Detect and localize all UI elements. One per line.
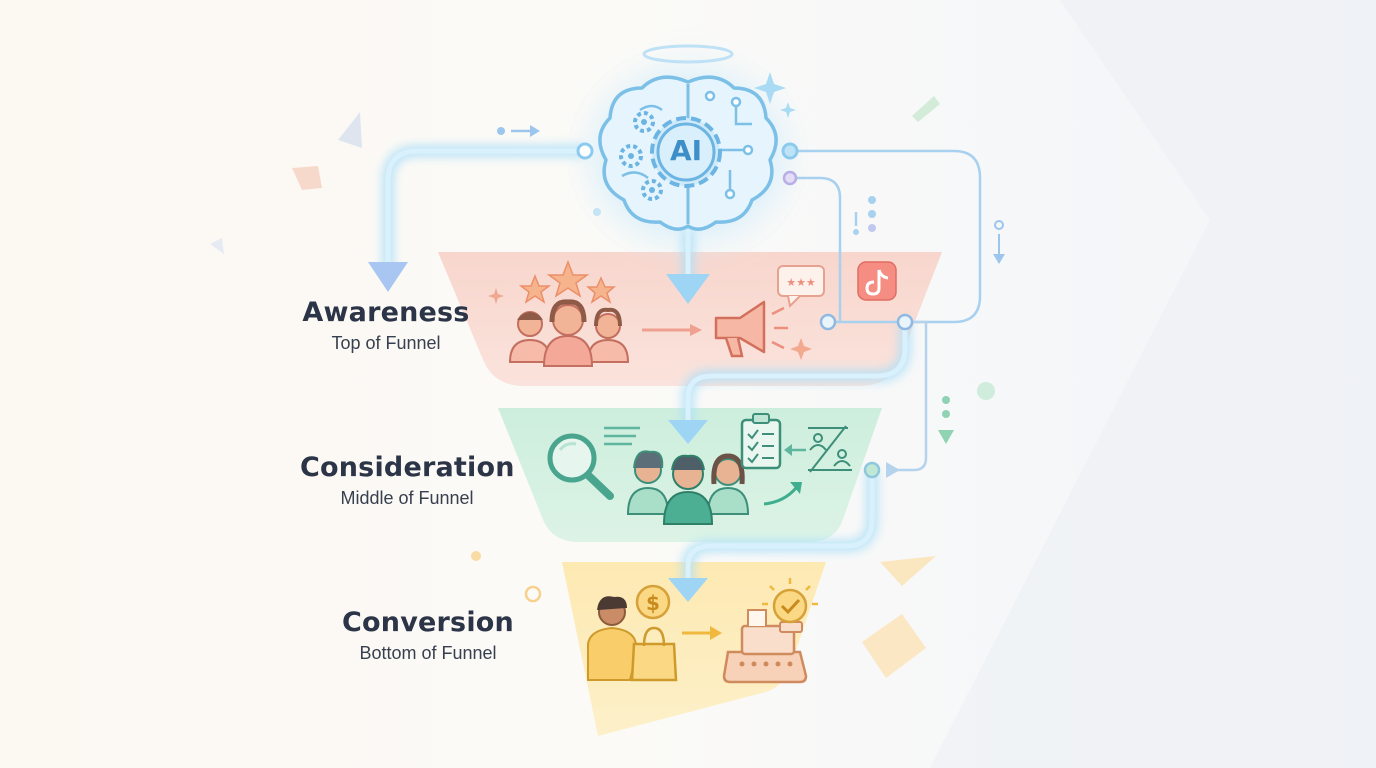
funnel-band-conversion <box>562 562 826 736</box>
background-decor <box>210 0 1376 768</box>
gear-icon <box>641 179 663 201</box>
dotted-arrow-icon <box>497 125 540 137</box>
gear-icon <box>619 144 643 168</box>
stage-subtitle: Middle of Funnel <box>340 488 474 508</box>
gear-icon <box>650 116 722 188</box>
dotted-arrow-icon <box>938 396 954 444</box>
people-group-icon <box>626 450 750 525</box>
sparkle-icon <box>754 72 786 104</box>
ai-brain-icon <box>598 44 778 231</box>
check-badge-icon <box>762 578 818 624</box>
conversion-illustration: $ <box>587 578 818 684</box>
dotted-arrow-icon <box>993 220 1005 264</box>
review-bubble-icon: ★★★ <box>777 265 825 309</box>
dotted-marks <box>853 196 876 235</box>
text-lines-icon <box>604 426 640 446</box>
ai-flow-lines <box>368 125 1005 602</box>
people-group-icon <box>508 299 630 367</box>
checklist-icon <box>740 413 782 470</box>
stage-title: Conversion <box>342 607 514 638</box>
stage-subtitle: Bottom of Funnel <box>359 643 497 663</box>
arrow-down-icon <box>668 578 708 602</box>
stage-label-consideration: Consideration Middle of Funnel <box>300 452 514 509</box>
arrow-down-icon <box>368 262 408 292</box>
stage-subtitle: Top of Funnel <box>331 333 441 353</box>
cash-register-icon <box>722 609 808 684</box>
stage-label-conversion: Conversion Bottom of Funnel <box>336 607 520 664</box>
stage-title: Consideration <box>300 452 515 483</box>
arrow-down-icon <box>666 274 710 304</box>
megaphone-icon <box>714 300 788 358</box>
star-icon <box>585 276 617 304</box>
arrow-right-icon <box>642 324 702 336</box>
shopping-bag-icon <box>630 626 678 682</box>
star-icon <box>546 259 590 298</box>
gear-icon <box>633 111 655 133</box>
trend-arrow-icon <box>763 482 802 506</box>
arrow-left-icon <box>784 444 806 456</box>
tiktok-icon <box>857 261 897 301</box>
sparkle-icon <box>488 288 504 304</box>
svg-text:★★★: ★★★ <box>786 276 816 289</box>
compare-profiles-icon <box>808 425 852 473</box>
sparkle-icon <box>780 102 796 118</box>
arrow-down-icon <box>668 420 708 444</box>
dollar-coin-icon: $ <box>635 584 671 620</box>
star-icon <box>518 273 552 304</box>
stage-title: Awareness <box>302 297 470 328</box>
consideration-illustration <box>547 413 852 525</box>
svg-text:$: $ <box>646 591 660 615</box>
arrow-right-icon <box>682 626 722 640</box>
magnifier-icon <box>547 433 614 500</box>
stage-label-awareness: Awareness Top of Funnel <box>296 297 476 354</box>
halo-icon <box>642 44 734 64</box>
ai-center-label: AI <box>669 134 703 167</box>
awareness-illustration: ★★★ <box>488 259 897 367</box>
sparkle-icon <box>790 338 812 360</box>
